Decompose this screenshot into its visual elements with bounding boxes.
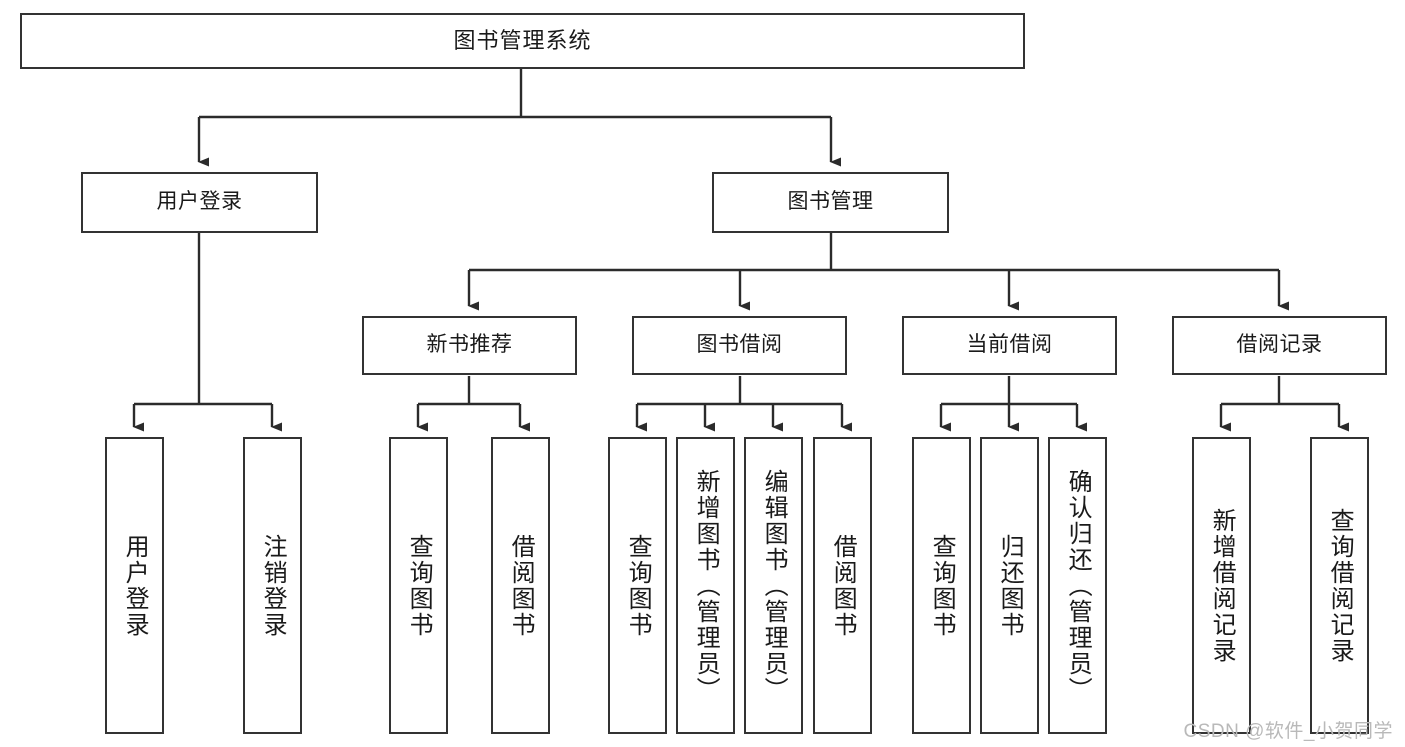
leaf-current-borrow-return-books[interactable]: 归还图书 — [980, 437, 1039, 734]
node-label: 图书借阅 — [696, 333, 783, 357]
node-current-borrowing[interactable]: 当前借阅 — [902, 316, 1117, 375]
node-label: 图书管理系统 — [453, 28, 592, 54]
node-label: 查询图书 — [928, 533, 956, 638]
leaf-book-borrow-query-books[interactable]: 查询图书 — [608, 437, 667, 734]
node-user-login[interactable]: 用户登录 — [81, 172, 318, 233]
node-label: 归还图书 — [996, 533, 1024, 638]
node-label: 借阅图书 — [829, 533, 857, 638]
node-label: 用户登录 — [121, 533, 149, 638]
node-root-book-management-system[interactable]: 图书管理系统 — [20, 13, 1025, 69]
leaf-new-book-query-books[interactable]: 查询图书 — [389, 437, 448, 734]
node-label: 用户登录 — [156, 190, 243, 214]
node-label: 图书管理 — [787, 190, 874, 214]
leaf-book-borrow-edit-book-admin[interactable]: 编辑图书（管理员） — [744, 437, 803, 734]
leaf-current-borrow-confirm-return-admin[interactable]: 确认归还（管理员） — [1048, 437, 1107, 734]
leaf-new-book-borrow-books[interactable]: 借阅图书 — [491, 437, 550, 734]
node-label: 查询借阅记录 — [1326, 507, 1354, 664]
node-label: 确认归还（管理员） — [1064, 468, 1092, 703]
node-label: 新增图书（管理员） — [692, 468, 720, 703]
csdn-watermark: CSDN @软件_小贺同学 — [1183, 721, 1393, 742]
node-label: 注销登录 — [259, 533, 287, 638]
node-label: 编辑图书（管理员） — [760, 468, 788, 703]
node-label: 借阅图书 — [507, 533, 535, 638]
leaf-user-login-logout[interactable]: 注销登录 — [243, 437, 302, 734]
node-label: 新增借阅记录 — [1208, 507, 1236, 664]
leaf-borrow-record-query-record[interactable]: 查询借阅记录 — [1310, 437, 1369, 734]
leaf-borrow-record-add-record[interactable]: 新增借阅记录 — [1192, 437, 1251, 734]
node-label: 借阅记录 — [1236, 333, 1323, 357]
node-label: 查询图书 — [405, 533, 433, 638]
node-label: 新书推荐 — [426, 333, 513, 357]
node-book-borrowing[interactable]: 图书借阅 — [632, 316, 847, 375]
leaf-current-borrow-query-books[interactable]: 查询图书 — [912, 437, 971, 734]
leaf-book-borrow-borrow-books[interactable]: 借阅图书 — [813, 437, 872, 734]
node-new-book-recommendation[interactable]: 新书推荐 — [362, 316, 577, 375]
node-label: 查询图书 — [624, 533, 652, 638]
node-borrowing-record[interactable]: 借阅记录 — [1172, 316, 1387, 375]
leaf-user-login-login[interactable]: 用户登录 — [105, 437, 164, 734]
node-label: 当前借阅 — [966, 333, 1053, 357]
leaf-book-borrow-add-book-admin[interactable]: 新增图书（管理员） — [676, 437, 735, 734]
node-book-management[interactable]: 图书管理 — [712, 172, 949, 233]
